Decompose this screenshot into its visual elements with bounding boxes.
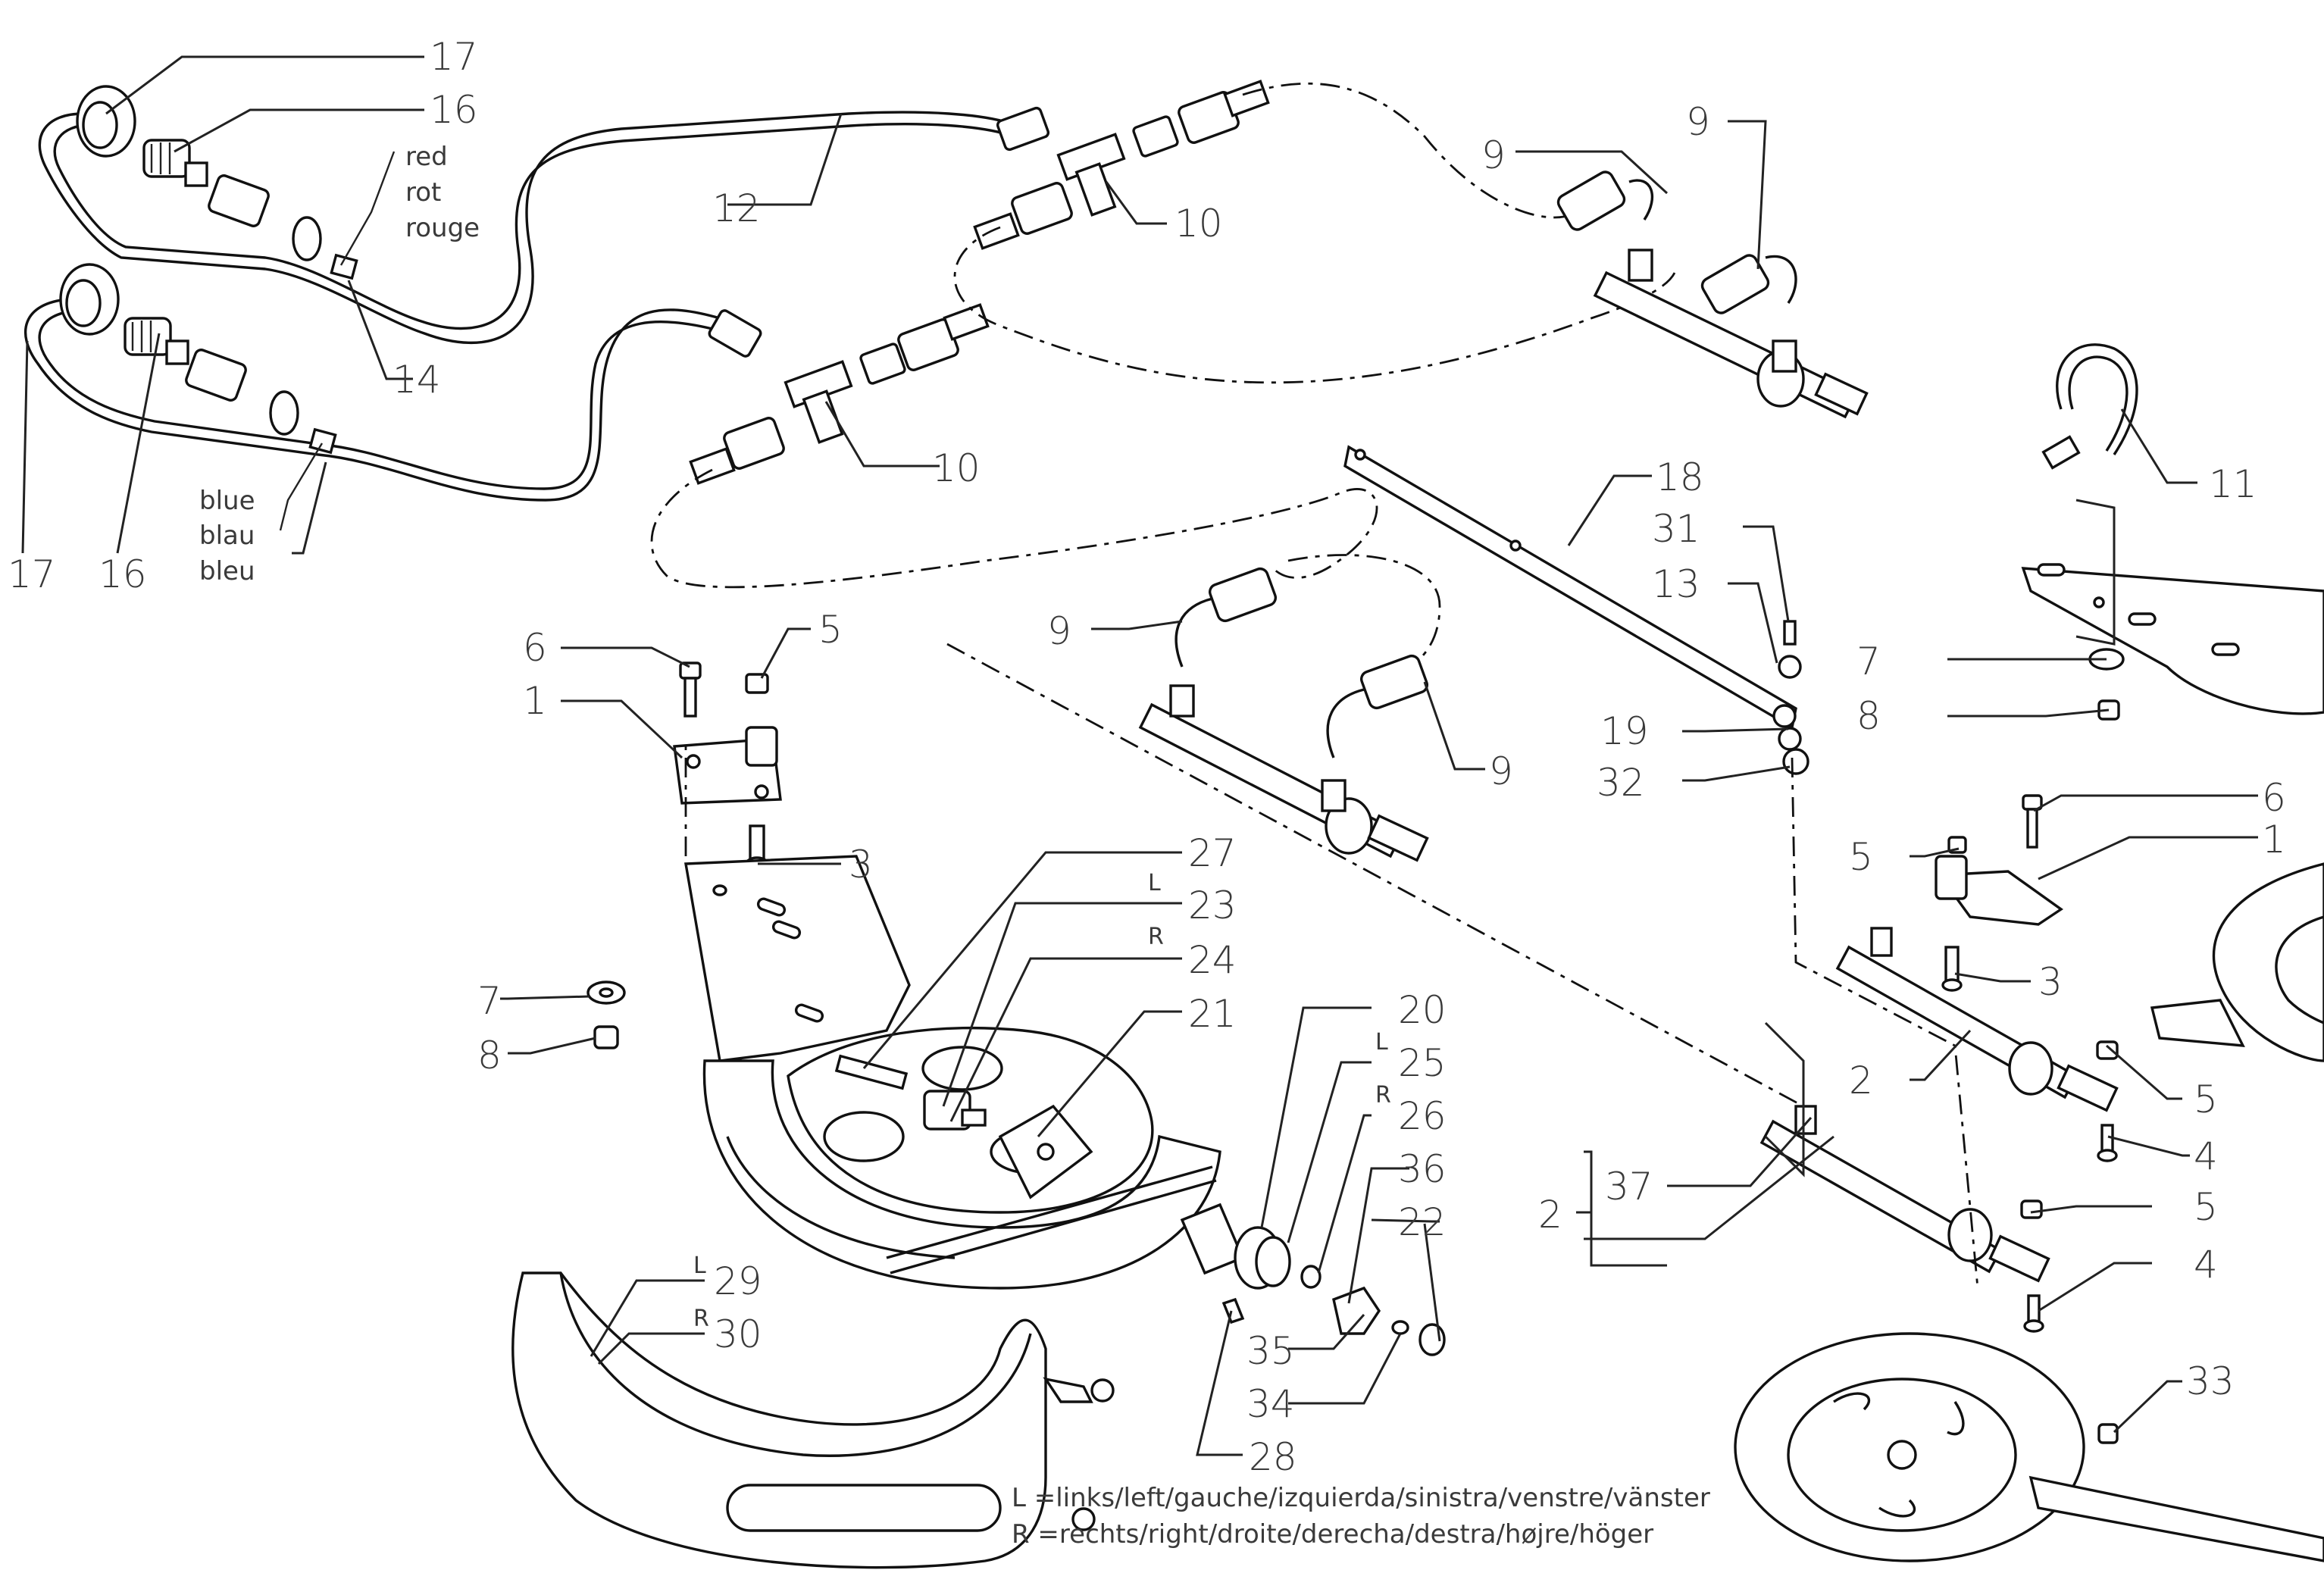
legend-left: L =links/left/gauche/izquierda/sinistra/…	[1012, 1483, 1710, 1513]
callout-2-right: 2	[1849, 1059, 1873, 1102]
callout-22: 22	[1398, 1200, 1447, 1244]
blade-disc	[1734, 1332, 2324, 1562]
wire-label-red: red	[405, 142, 448, 172]
callout-24: 24	[1188, 938, 1237, 982]
legend-right: R =rechts/right/droite/derecha/destra/hø…	[1012, 1519, 1653, 1550]
hydraulic-cylinder-lower	[1759, 1105, 2050, 1283]
callout-17-bottom: 17	[8, 552, 56, 596]
callout-3-left: 3	[849, 843, 873, 887]
callout-8-left: 8	[477, 1034, 502, 1077]
marker-l-29: L	[693, 1253, 706, 1279]
callout-9-upper-left: 9	[1481, 133, 1506, 177]
wire-label-bleu: bleu	[199, 556, 255, 586]
hydraulic-cylinder-upper	[1556, 170, 1869, 419]
callout-10-upper: 10	[1175, 202, 1223, 246]
callout-9-mid-left: 9	[1047, 609, 1071, 653]
wire-label-rouge: rouge	[405, 213, 480, 243]
callout-7-left: 7	[477, 979, 502, 1023]
callout-5-right-low: 5	[2194, 1185, 2218, 1229]
callout-34: 34	[1246, 1382, 1295, 1426]
marker-r-24: R	[1148, 924, 1164, 950]
front-cover	[511, 1271, 1115, 1569]
t-piece-upper	[973, 80, 1270, 250]
hose-route-a	[953, 226, 1676, 384]
callout-9-mid-right: 9	[1489, 749, 1513, 793]
right-plate	[2021, 563, 2324, 715]
callout-labels: 17 16 12 10 9 9 14 17 16 10 11 18 31 13 …	[8, 35, 2286, 1550]
hose-route-c	[1287, 554, 1441, 668]
callout-18: 18	[1656, 455, 1704, 499]
callout-30: 30	[714, 1312, 762, 1356]
callout-25: 25	[1398, 1041, 1447, 1085]
callout-5-left: 5	[818, 608, 843, 652]
callout-13: 13	[1652, 562, 1700, 606]
wire-label-rot: rot	[405, 177, 441, 208]
callout-8-right: 8	[1856, 694, 1881, 738]
callout-6-right: 6	[2262, 776, 2286, 820]
callout-16-bottom: 16	[99, 552, 147, 596]
leader-lines	[21, 55, 2258, 1456]
axis-line-c	[1791, 757, 1979, 1289]
callout-26: 26	[1398, 1094, 1447, 1138]
callout-5-right-mid: 5	[2194, 1077, 2218, 1121]
axis-line	[946, 643, 1804, 1108]
t-piece-lower	[689, 303, 990, 485]
callout-32: 32	[1597, 761, 1645, 805]
right-disc	[2150, 862, 2324, 1062]
callout-4-right-top: 4	[2194, 1134, 2218, 1178]
callout-29: 29	[714, 1259, 762, 1303]
callout-23: 23	[1188, 884, 1237, 927]
callout-3-right: 3	[2038, 960, 2063, 1004]
right-bracket	[1935, 794, 2063, 992]
callout-27: 27	[1188, 831, 1237, 875]
callout-21: 21	[1188, 992, 1237, 1036]
left-bracket	[673, 661, 782, 871]
callout-7-right: 7	[1856, 640, 1881, 683]
callout-6-left: 6	[523, 626, 547, 670]
callout-9-upper-right: 9	[1686, 100, 1710, 144]
marker-l-25: L	[1375, 1029, 1388, 1056]
callout-2-bottom: 2	[1538, 1193, 1562, 1237]
hose-assembly	[24, 85, 1050, 502]
marker-r-30: R	[693, 1306, 709, 1332]
callout-12: 12	[712, 186, 761, 230]
cable-tie	[2041, 343, 2138, 470]
callout-20: 20	[1398, 988, 1447, 1032]
callout-35: 35	[1246, 1329, 1295, 1373]
callout-11: 11	[2209, 462, 2257, 506]
callout-5-right-top: 5	[1849, 835, 1873, 879]
wire-label-blau: blau	[199, 521, 255, 551]
callout-33: 33	[2186, 1359, 2235, 1403]
callout-37: 37	[1605, 1165, 1653, 1209]
callout-1-left: 1	[523, 679, 547, 723]
hydraulic-cylinder-middle	[1138, 567, 1429, 862]
marker-r-26: R	[1375, 1082, 1391, 1109]
callout-28: 28	[1249, 1435, 1297, 1479]
hose-route-upper	[1242, 82, 1577, 219]
deflector-assembly	[702, 1026, 1221, 1290]
callout-10-lower: 10	[932, 446, 981, 490]
wire-label-blue: blue	[199, 486, 255, 516]
callout-17-top: 17	[430, 35, 478, 79]
callout-1-right: 1	[2262, 818, 2286, 862]
hydraulic-cylinder-right	[1835, 927, 2119, 1112]
knob-assembly	[1180, 1203, 1446, 1356]
callout-4-right-low: 4	[2194, 1243, 2218, 1287]
callout-36: 36	[1398, 1147, 1447, 1191]
callout-16-top: 16	[430, 88, 478, 132]
linkage-bar	[1343, 445, 1809, 775]
callout-14: 14	[393, 358, 441, 402]
hose-route-b	[650, 468, 1378, 589]
callout-31: 31	[1652, 507, 1700, 551]
marker-l-23: L	[1148, 870, 1161, 896]
callout-19: 19	[1600, 709, 1649, 753]
